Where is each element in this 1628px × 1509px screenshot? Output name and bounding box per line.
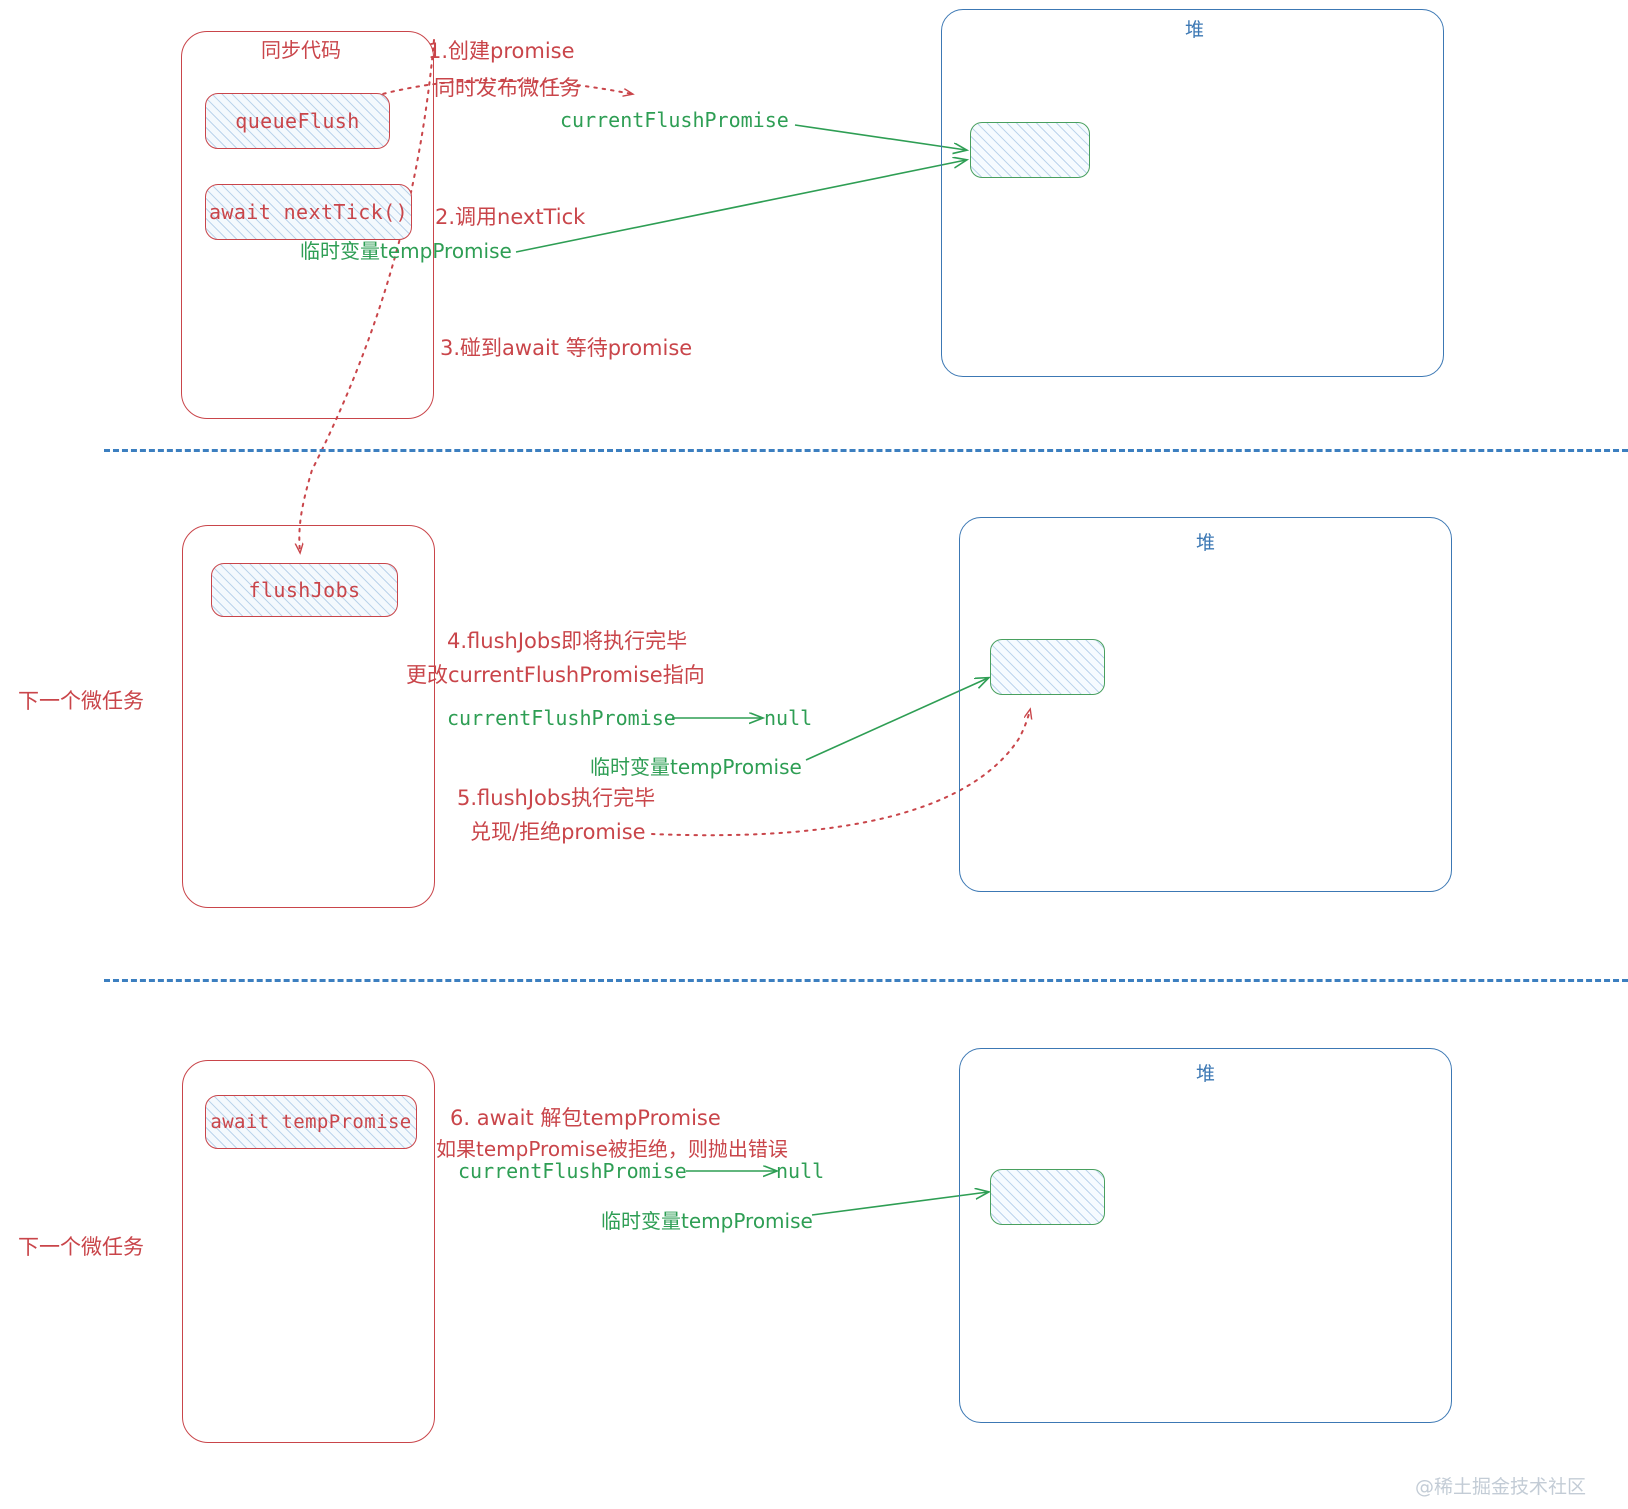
step-4-label: 4.flushJobs即将执行完毕 [447, 629, 688, 653]
heap-region-2 [959, 517, 1452, 892]
heap-region-3 [959, 1048, 1452, 1423]
frame-flush-jobs: flushJobs [211, 563, 398, 617]
heap-region-1 [941, 9, 1444, 377]
step-4-sub-label: 更改currentFlushPromise指向 [406, 663, 705, 687]
frame-await-next-tick: await nextTick() [205, 184, 412, 240]
frame-await-temp-promise: await tempPromise [205, 1095, 417, 1149]
step-1-sub-label: 同时发布微任务 [434, 76, 581, 100]
pointer-current-flush-promise-3: currentFlushPromise [458, 1159, 687, 1183]
frame-queue-flush-label: queueFlush [235, 109, 360, 133]
stack-frame-microtask-2 [182, 1060, 435, 1443]
section-2-left-label: 下一个微任务 [18, 689, 144, 713]
pointer-current-flush-promise-2: currentFlushPromise [447, 706, 676, 730]
step-6-sub-label: 如果tempPromise被拒绝，则抛出错误 [436, 1137, 788, 1161]
pointer-temp-promise-1: 临时变量tempPromise [300, 239, 512, 263]
step-5-sub-label: 兑现/拒绝promise [470, 820, 646, 844]
step-3-label: 3.碰到await 等待promise [440, 336, 693, 360]
heap-title-3: 堆 [1196, 1063, 1216, 1085]
stack-title-sync: 同步代码 [261, 38, 341, 62]
section-3-left-label: 下一个微任务 [18, 1235, 144, 1259]
heap-object-1 [970, 122, 1090, 178]
pointer-temp-promise-2: 临时变量tempPromise [590, 755, 802, 779]
pointer-null-target-2: null [764, 706, 813, 730]
frame-queue-flush: queueFlush [205, 93, 390, 149]
heap-title-1: 堆 [1185, 19, 1205, 41]
frame-await-temp-promise-label: await tempPromise [210, 1111, 412, 1133]
heap-object-2 [990, 639, 1105, 695]
section-divider-2 [104, 979, 1628, 982]
pointer-current-flush-promise-1: currentFlushPromise [560, 108, 789, 132]
heap-title-2: 堆 [1196, 532, 1216, 554]
stack-frame-sync [181, 31, 434, 419]
section-divider-1 [104, 449, 1628, 452]
step-6-label: 6. await 解包tempPromise [450, 1106, 721, 1130]
frame-flush-jobs-label: flushJobs [248, 578, 361, 602]
frame-await-next-tick-label: await nextTick() [208, 200, 409, 224]
heap-object-3 [990, 1169, 1105, 1225]
pointer-null-target-3: null [776, 1159, 825, 1183]
step-1-label: 1.创建promise [428, 39, 575, 63]
step-2-label: 2.调用nextTick [435, 205, 586, 229]
pointer-temp-promise-3: 临时变量tempPromise [601, 1209, 813, 1233]
stack-frame-microtask-1 [182, 525, 435, 908]
step-5-label: 5.flushJobs执行完毕 [457, 786, 656, 810]
watermark: @稀土掘金技术社区 [1415, 1476, 1587, 1498]
